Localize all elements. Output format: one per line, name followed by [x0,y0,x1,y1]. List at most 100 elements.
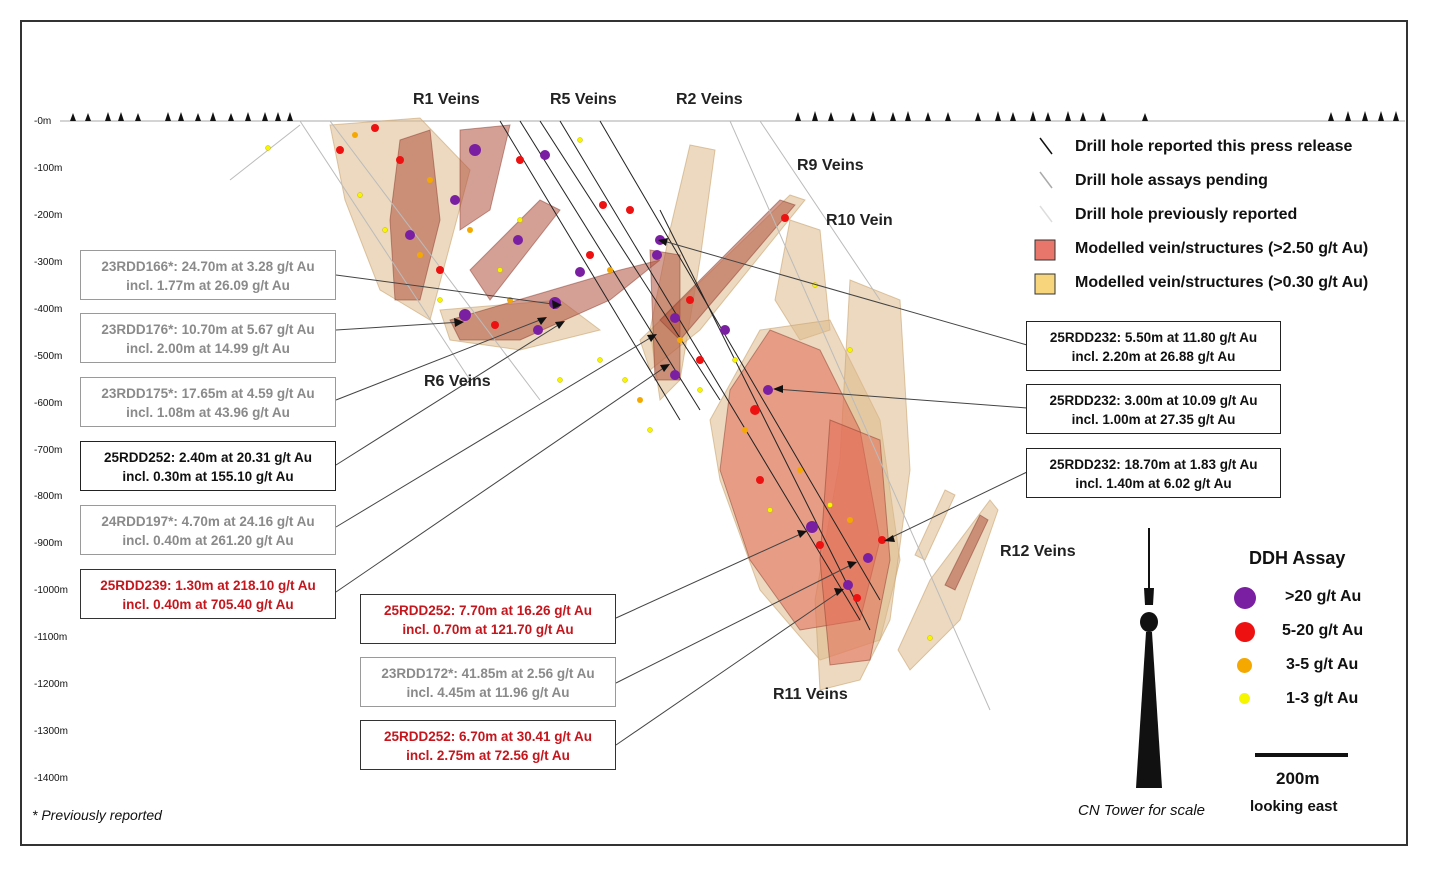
callout-25rdd232-c: 25RDD232: 18.70m at 1.83 g/t Au incl. 1.… [1026,448,1281,498]
vein-r12-high [944,514,989,591]
callout-line2: incl. 4.45m at 11.96 g/t Au [406,685,570,700]
assay-points-orange [352,132,853,523]
callout-25rdd239: 25RDD239: 1.30m at 218.10 g/t Au incl. 0… [80,569,336,619]
callout-25rdd252-c: 25RDD252: 6.70m at 30.41 g/t Au incl. 2.… [360,720,616,770]
callout-line2: incl. 1.40m at 6.02 g/t Au [1075,476,1232,491]
cn-tower-caption: CN Tower for scale [1078,802,1205,819]
callout-25rdd232-b: 25RDD232: 3.00m at 10.09 g/t Au incl. 1.… [1026,384,1281,434]
callout-25rdd232-a: 25RDD232: 5.50m at 11.80 g/t Au incl. 2.… [1026,321,1281,371]
legend-pending-line [1039,171,1053,189]
callout-arrowheads [454,238,895,596]
drill-holes [499,120,881,631]
callout-24rdd197: 24RDD197*: 4.70m at 24.16 g/t Au incl. 0… [80,505,336,555]
scale-bar [1255,753,1348,757]
ddh-label-1-3: 1-3 g/t Au [1286,690,1359,707]
depth-label: -1200m [34,679,68,690]
callout-23rdd166: 23RDD166*: 24.70m at 3.28 g/t Au incl. 1… [80,250,336,300]
assay-points-yellow [265,137,933,641]
depth-label: -900m [34,538,63,549]
ddh-yellow-dot [1239,693,1250,704]
legend-previous: Drill hole previously reported [1075,206,1298,223]
callout-23rdd172: 23RDD172*: 41.85m at 2.56 g/t Au incl. 4… [360,657,616,707]
callout-line1: 25RDD232: 18.70m at 1.83 g/t Au [1049,457,1258,472]
ddh-orange-dot [1237,658,1252,673]
callout-line1: 25RDD232: 5.50m at 11.80 g/t Au [1049,330,1258,345]
vein-r12b-low [914,489,956,561]
legend-previous-line [1039,205,1053,223]
callout-line1: 23RDD175*: 17.65m at 4.59 g/t Au [101,386,315,401]
legend-pending: Drill hole assays pending [1075,172,1268,189]
legend-low-grade-swatch [1034,273,1056,295]
callout-line2: incl. 1.77m at 26.09 g/t Au [126,278,290,293]
vein-label-r11: R11 Veins [773,686,848,703]
callout-line2: incl. 2.75m at 72.56 g/t Au [406,748,570,763]
depth-label: -200m [34,210,63,221]
callout-leaders [335,239,1028,746]
legend-high-grade: Modelled vein/structures (>2.50 g/t Au) [1075,240,1369,257]
footnote: * Previously reported [32,807,162,823]
callout-line2: incl. 0.70m at 121.70 g/t Au [402,622,574,637]
ddh-purple-dot [1234,587,1256,609]
vein-r1-high [389,129,441,301]
depth-label: -100m [34,163,63,174]
ddh-label-3-5: 3-5 g/t Au [1286,656,1359,673]
scale-bar-label: 200m [1276,769,1320,788]
vein-label-r9: R9 Veins [797,157,864,174]
depth-label: -1100m [34,632,68,643]
callout-25rdd252-a: 25RDD252: 2.40m at 20.31 g/t Au incl. 0.… [80,441,336,491]
tree-icons [70,111,1399,121]
callout-line2: incl. 0.40m at 705.40 g/t Au [122,597,294,612]
high-grade-veins [389,124,989,666]
callout-line2: incl. 2.00m at 14.99 g/t Au [126,341,290,356]
vein-label-r10: R10 Vein [826,212,893,229]
depth-label: -1400m [34,773,68,784]
view-direction: looking east [1250,798,1338,815]
callout-23rdd176: 23RDD176*: 10.70m at 5.67 g/t Au incl. 2… [80,313,336,363]
cn-tower-icon [1136,528,1162,788]
depth-label: -600m [34,398,63,409]
callout-line2: incl. 0.30m at 155.10 g/t Au [122,469,294,484]
vein-label-r12: R12 Veins [1000,543,1076,560]
ddh-red-dot [1235,622,1255,642]
legend-high-grade-swatch [1034,239,1056,261]
vein-label-r1: R1 Veins [413,91,480,108]
depth-label: -700m [34,445,63,456]
vein-label-r2: R2 Veins [676,91,743,108]
callout-line1: 25RDD232: 3.00m at 10.09 g/t Au [1049,393,1258,408]
depth-label: -1000m [34,585,68,596]
vein-r9-high [659,199,796,341]
callout-line1: 25RDD252: 2.40m at 20.31 g/t Au [103,450,313,465]
callout-25rdd252-b: 25RDD252: 7.70m at 16.26 g/t Au incl. 0.… [360,594,616,644]
depth-label: -1300m [34,726,68,737]
legend-reported: Drill hole reported this press release [1075,138,1353,155]
callout-line1: 25RDD239: 1.30m at 218.10 g/t Au [100,578,316,593]
callout-line2: incl. 0.40m at 261.20 g/t Au [122,533,294,548]
callout-line1: 25RDD252: 6.70m at 30.41 g/t Au [383,729,593,744]
drill-holes-pending [229,120,991,711]
depth-label: -0m [34,116,52,127]
callout-line1: 25RDD252: 7.70m at 16.26 g/t Au [383,603,593,618]
ddh-label-5-20: 5-20 g/t Au [1282,622,1364,639]
callout-line1: 23RDD166*: 24.70m at 3.28 g/t Au [101,259,315,274]
legend-reported-line [1039,137,1053,155]
callout-line1: 23RDD172*: 41.85m at 2.56 g/t Au [381,666,595,681]
callout-line1: 24RDD197*: 4.70m at 24.16 g/t Au [101,514,315,529]
vein-label-r6: R6 Veins [424,373,491,390]
depth-label: -500m [34,351,63,362]
depth-label: -400m [34,304,63,315]
ddh-label-gt20: >20 g/t Au [1285,588,1362,605]
vein-r5-high [469,199,561,301]
callout-line2: incl. 1.00m at 27.35 g/t Au [1071,412,1236,427]
callout-line1: 23RDD176*: 10.70m at 5.67 g/t Au [101,322,315,337]
vein-r1b-high [459,124,511,231]
callout-23rdd175: 23RDD175*: 17.65m at 4.59 g/t Au incl. 1… [80,377,336,427]
vein-r11b-high [819,419,891,666]
ddh-assay-title: DDH Assay [1249,548,1346,568]
depth-label: -800m [34,491,63,502]
legend-low-grade: Modelled vein/structures (>0.30 g/t Au) [1075,274,1369,291]
assay-points-red [336,124,886,602]
depth-label: -300m [34,257,63,268]
callout-line2: incl. 2.20m at 26.88 g/t Au [1071,349,1236,364]
vein-label-r5: R5 Veins [550,91,617,108]
